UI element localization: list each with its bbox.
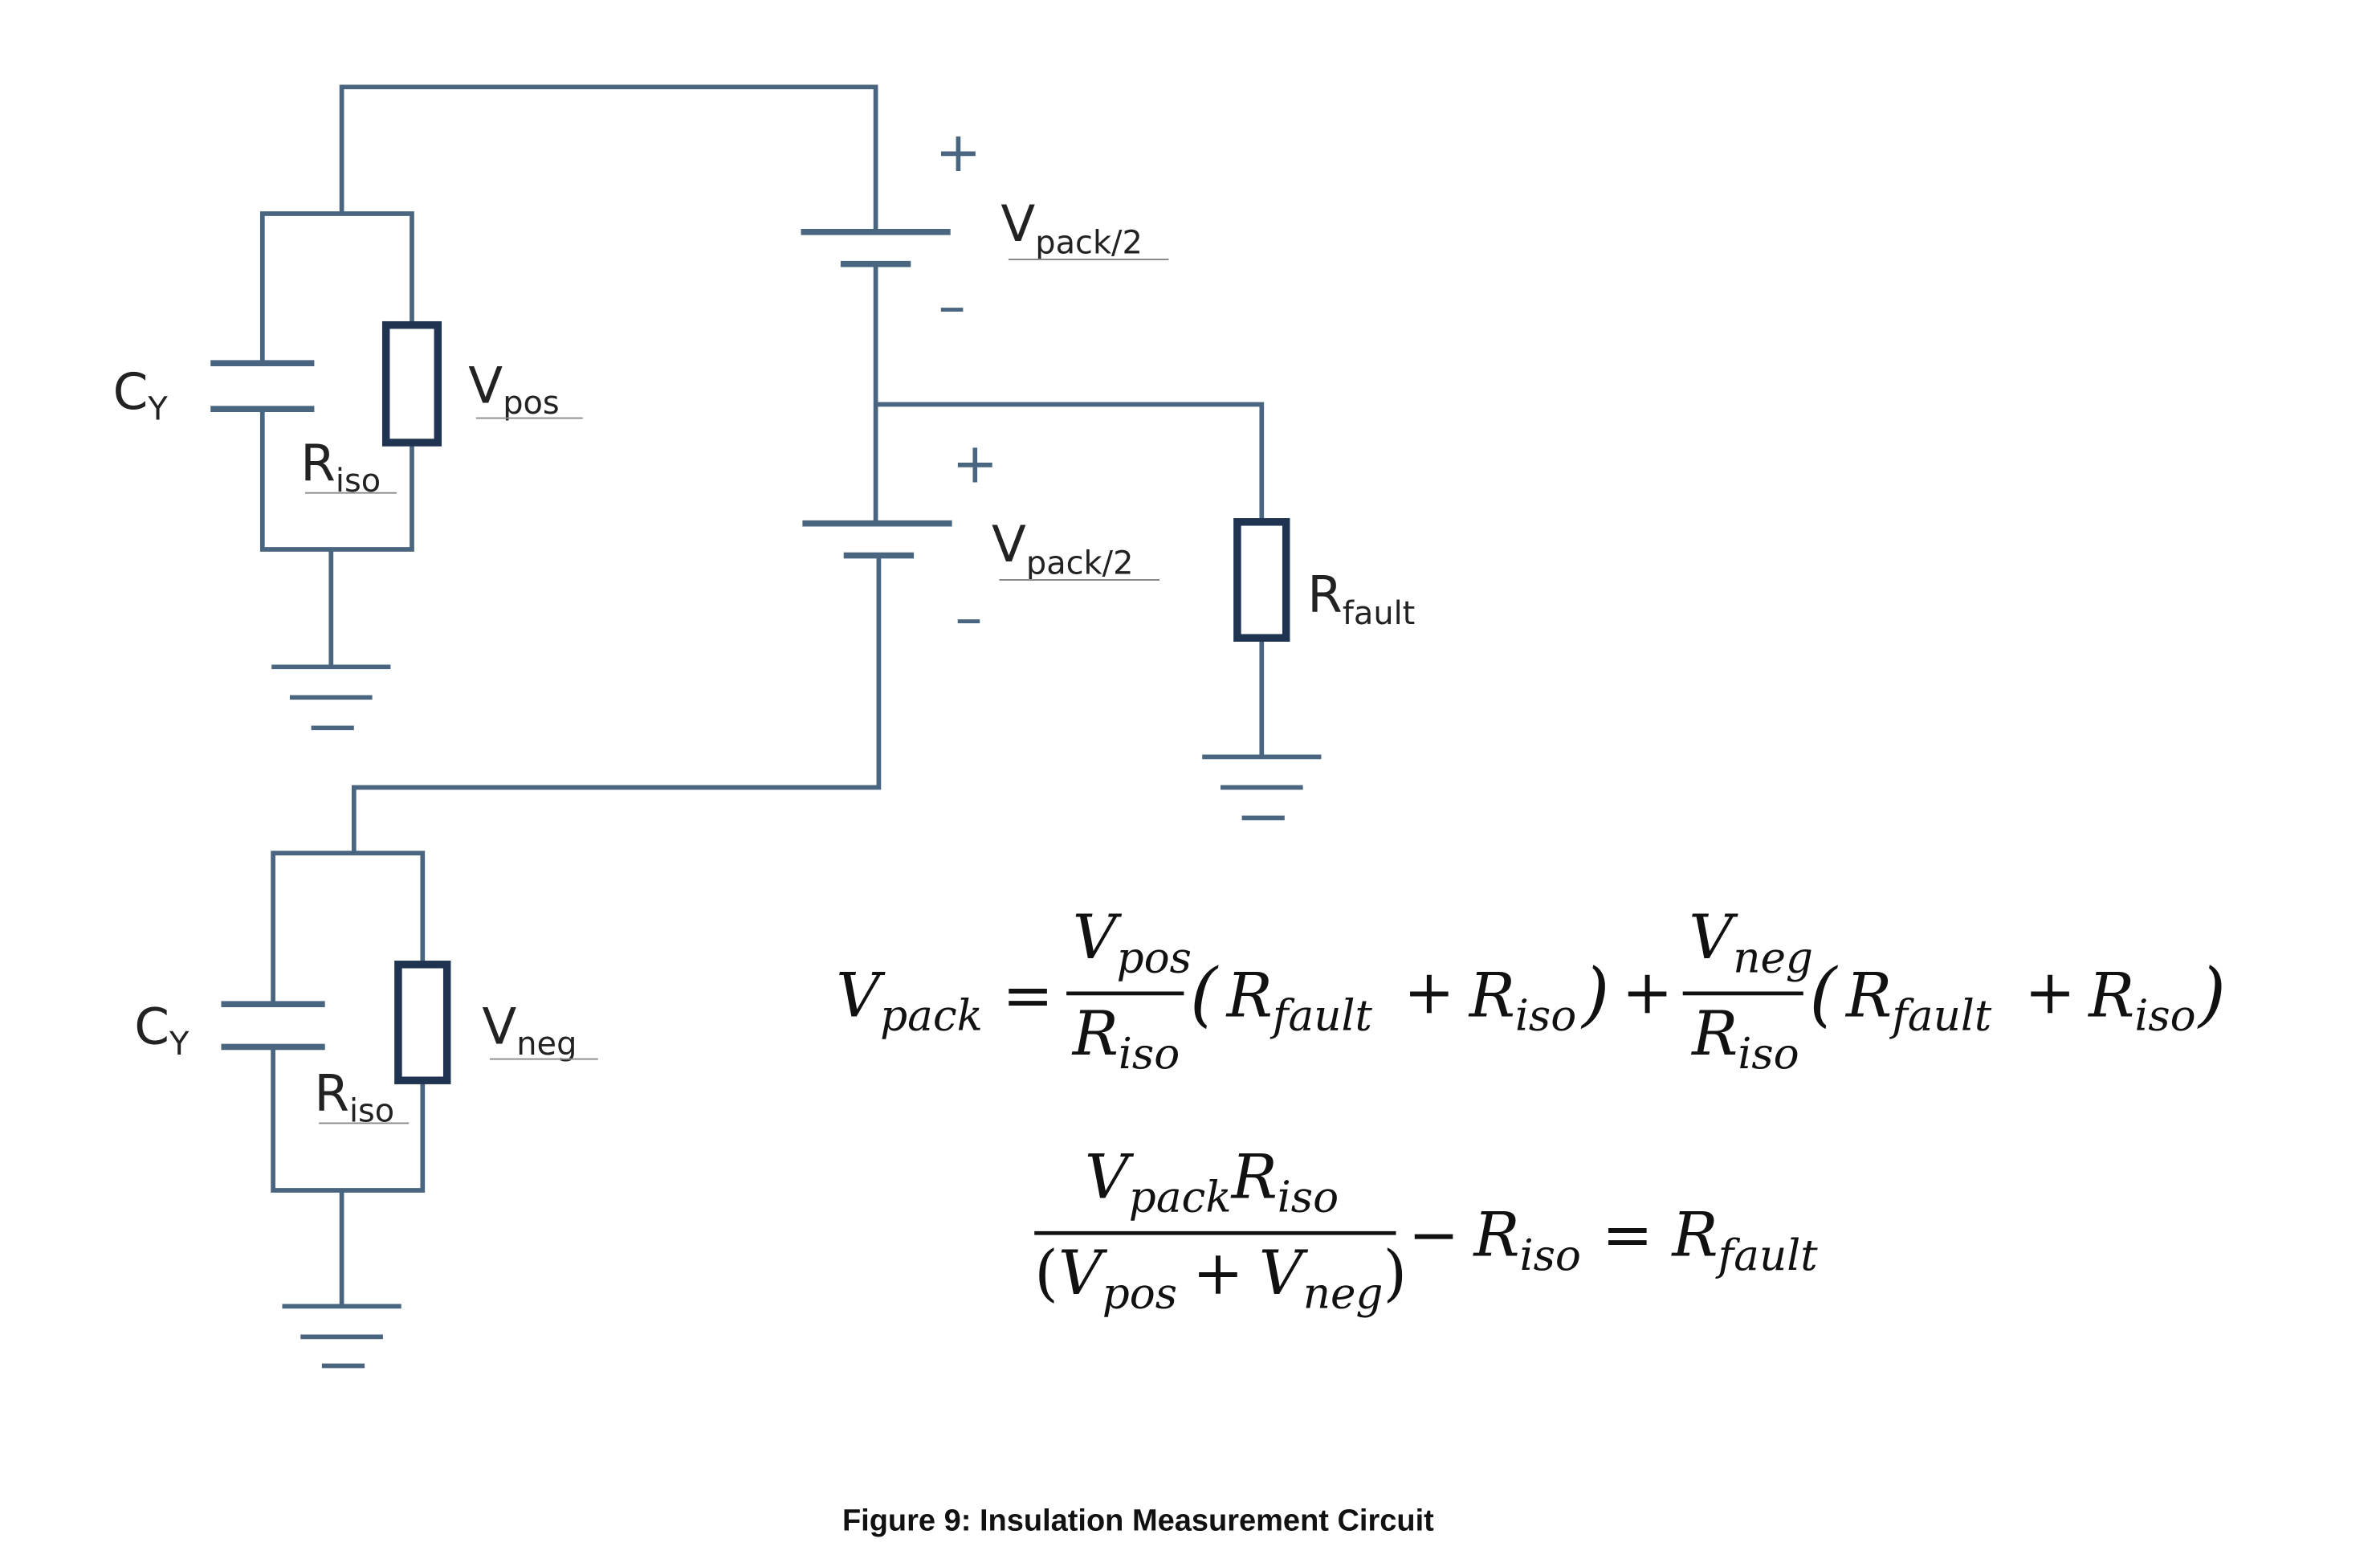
wire-top-loop xyxy=(339,84,878,229)
eq1-plus1: + xyxy=(1404,957,1455,1028)
wire-fault-branch xyxy=(875,402,1265,522)
ground-symbol-top xyxy=(271,664,391,731)
eq1-lhs: Vpack xyxy=(836,959,983,1040)
equation-vpack: Vpack = Vpos Riso ( Rfault + Riso ) + Vn… xyxy=(836,901,2226,1079)
eq1-r2: Riso xyxy=(1468,959,1577,1040)
label-vneg: Vneg xyxy=(482,998,577,1063)
label-vpack-top: Vpack/2 xyxy=(1000,194,1142,261)
eq1-paren2-close: ) xyxy=(2197,953,2226,1035)
battery-bottom-plus-sign: + xyxy=(952,432,998,496)
battery-bottom xyxy=(802,520,952,559)
wire-top-branch-bottom xyxy=(259,409,414,552)
battery-top-minus-sign: – xyxy=(939,275,966,339)
wire-bottom-branch xyxy=(271,851,426,1005)
eq1-paren2-open: ( xyxy=(1809,953,1838,1035)
eq1-r3: Rfault xyxy=(1844,959,1992,1040)
battery-bottom-minus-sign: – xyxy=(955,586,982,650)
eq1-frac1-den: Riso xyxy=(1071,998,1180,1079)
resistor-rfault xyxy=(1233,518,1290,642)
eq2-minus: − xyxy=(1408,1199,1460,1271)
resistor-riso-top xyxy=(381,320,442,447)
label-underlines xyxy=(304,259,1169,1124)
battery-top-plus-sign: + xyxy=(935,121,981,185)
label-cy-bottom: CY xyxy=(134,998,190,1063)
equation-rfault: VpackRiso (Vpos+Vneg) − Riso = Rfault xyxy=(1034,1141,1818,1319)
ground-symbol-fault xyxy=(1202,754,1322,821)
eq1-r1: Rfault xyxy=(1225,959,1373,1040)
wire-top-branch xyxy=(259,211,414,364)
capacitor-bottom xyxy=(221,1001,325,1051)
eq1-plus2: + xyxy=(2024,957,2076,1028)
eq2-equals: = xyxy=(1602,1199,1653,1271)
eq1-frac2-den: Riso xyxy=(1690,998,1799,1079)
label-rfault: Rfault xyxy=(1307,565,1415,632)
label-riso-top: Riso xyxy=(300,435,381,500)
eq1-equals: = xyxy=(1002,959,1053,1030)
label-cy-top: CY xyxy=(113,362,169,427)
eq1-frac2-num: Vneg xyxy=(1689,901,1813,982)
eq2-rhs: Rfault xyxy=(1670,1199,1818,1280)
wire-bottom-branch-bottom xyxy=(271,1047,426,1193)
eq1-plus-mid: + xyxy=(1622,957,1673,1028)
capacitor-top xyxy=(210,360,315,412)
figure-caption: Figure 9: Insulation Measurement Circuit xyxy=(842,1504,1434,1538)
battery-top xyxy=(801,228,951,267)
label-vpos: Vpos xyxy=(468,357,559,422)
label-riso-bottom: Riso xyxy=(314,1064,394,1129)
eq2-riso: Riso xyxy=(1472,1199,1581,1280)
eq1-paren1-open: ( xyxy=(1190,953,1219,1035)
eq1-paren1-close: ) xyxy=(1580,953,1609,1035)
wire-bottom-loop xyxy=(351,555,882,854)
label-vpack-bottom: Vpack/2 xyxy=(992,515,1133,582)
resistor-riso-bottom xyxy=(394,961,451,1084)
eq1-r4: Riso xyxy=(2087,959,2196,1040)
eq2-denominator: (Vpos+Vneg) xyxy=(1034,1237,1407,1318)
ground-symbol-bottom xyxy=(282,1304,401,1369)
eq1-frac1-num: Vpos xyxy=(1073,901,1192,982)
eq2-numerator: VpackRiso xyxy=(1085,1141,1339,1222)
